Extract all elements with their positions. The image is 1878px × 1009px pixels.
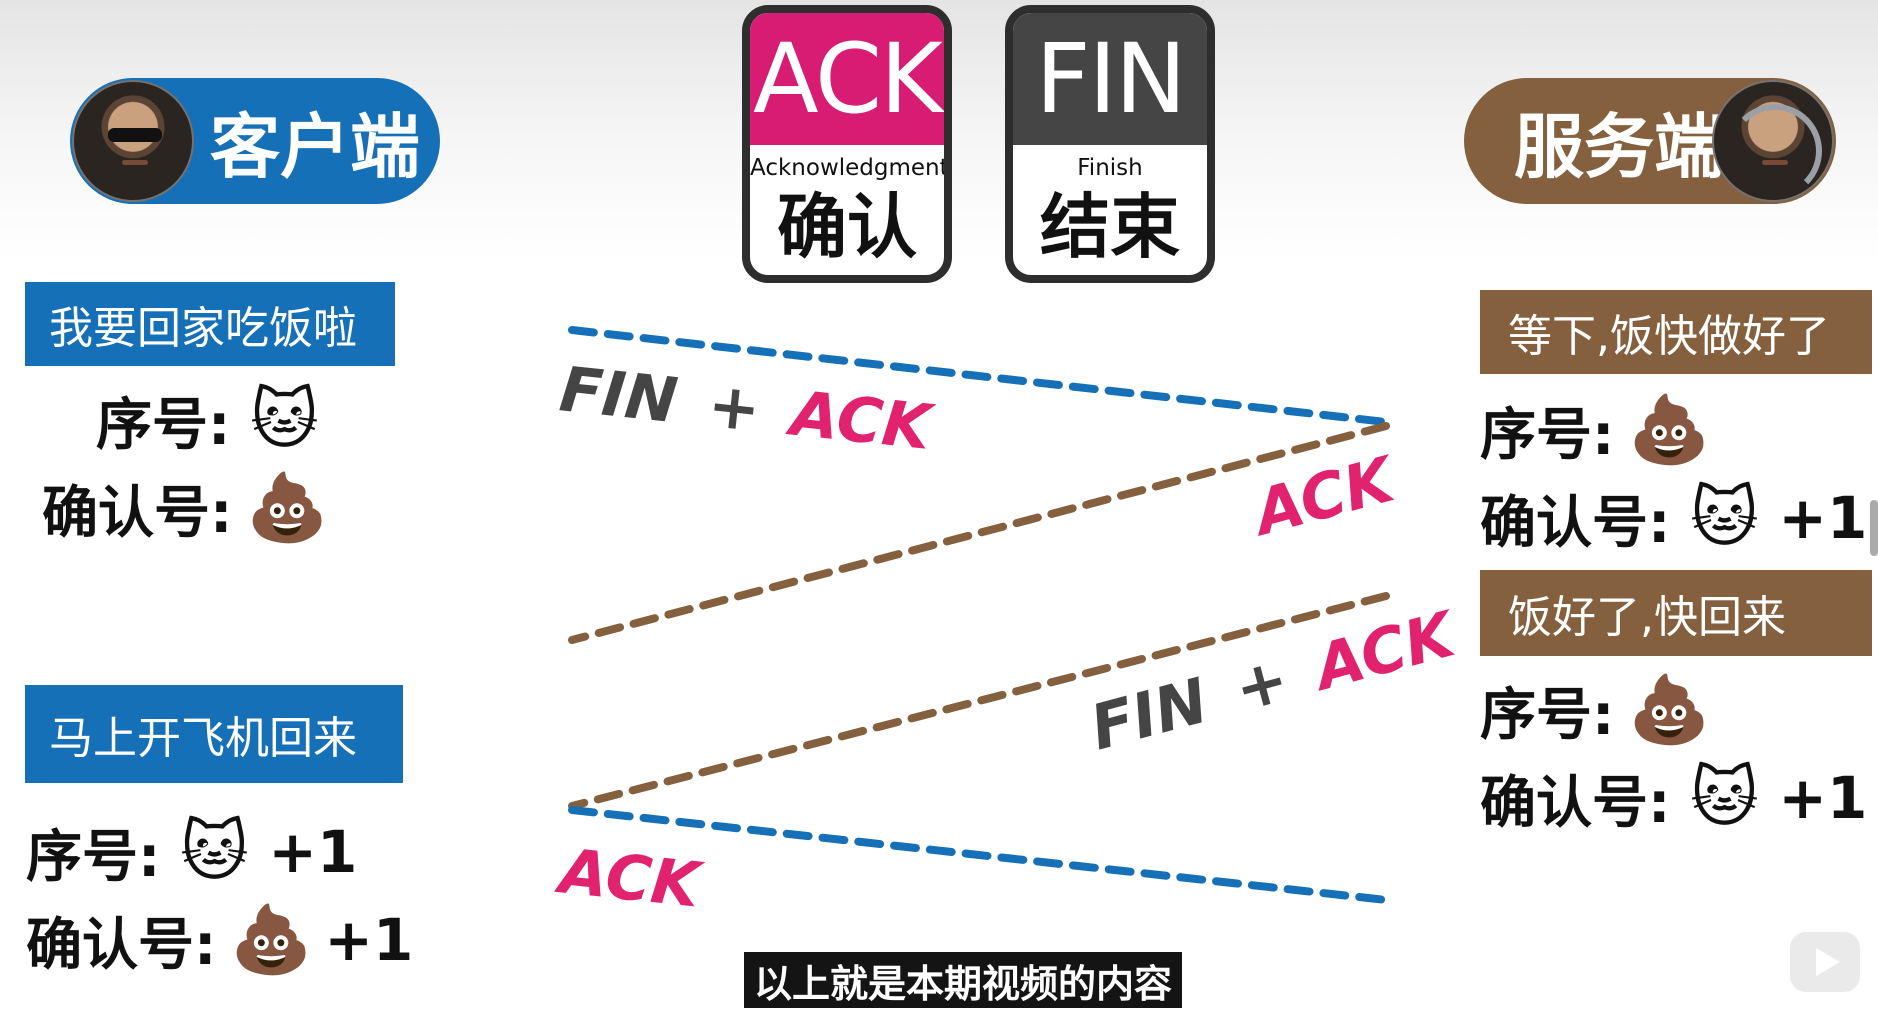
sunglasses-icon — [108, 128, 162, 142]
client-2-ack-row: 确认号: 💩 +1 — [26, 900, 413, 980]
video-subtitle: 以上就是本期视频的内容 — [744, 952, 1183, 1008]
client-message-2-text: 马上开飞机回来 — [49, 713, 357, 764]
poop-icon: 💩 — [246, 469, 329, 546]
ack-card-full: Acknowledgment — [750, 155, 949, 181]
server-2-seq-row: 序号: 💩 — [1480, 670, 1711, 750]
arrow-1-line — [568, 326, 1390, 426]
ack-label: 确认号: — [1480, 490, 1671, 556]
client-message-1-text: 我要回家吃饭啦 — [49, 303, 357, 354]
avatar-mouth — [1762, 160, 1788, 165]
cat-icon: 🐱 — [250, 381, 319, 458]
fin-card-abbr: FIN — [1013, 13, 1207, 145]
play-watermark[interactable] — [1790, 932, 1860, 992]
server-message-1: 等下,饭快做好了 — [1480, 290, 1872, 374]
cat-icon: 🐱 — [180, 813, 249, 890]
headset-icon — [1728, 104, 1822, 198]
poop-icon: 💩 — [1628, 391, 1711, 468]
client-2-seq-row: 序号: 🐱 +1 — [26, 812, 357, 892]
arrow-2-line — [568, 422, 1390, 644]
fin-card-zh: 结束 — [1040, 186, 1180, 268]
fin-card-full: Finish — [1077, 155, 1143, 181]
client-1-seq-row: 序号: 🐱 — [96, 380, 324, 460]
client-message-1: 我要回家吃饭啦 — [25, 282, 395, 366]
server-2-ack-row: 确认号: 🐱 +1 — [1480, 758, 1867, 838]
seq-label: 序号: — [1480, 682, 1615, 748]
arrow-1-label: FIN + ACK — [556, 352, 938, 464]
ack-suffix: +1 — [1778, 764, 1868, 832]
ack-suffix: +1 — [1778, 484, 1868, 552]
seq-label: 序号: — [1480, 402, 1615, 468]
client-label: 客户端 — [210, 105, 420, 188]
arrow-4-line — [568, 806, 1390, 904]
client-avatar — [72, 80, 194, 202]
server-message-2: 饭好了,快回来 — [1480, 570, 1872, 656]
ack-label: 确认号: — [42, 480, 233, 546]
seq-label: 序号: — [26, 824, 161, 890]
seq-label: 序号: — [96, 392, 231, 458]
server-avatar — [1712, 80, 1834, 202]
arrow-3-line — [568, 592, 1390, 810]
ack-card-zh: 确认 — [777, 186, 917, 268]
server-label: 服务端 — [1514, 105, 1724, 188]
poop-icon: 💩 — [1628, 671, 1711, 748]
poop-icon: 💩 — [230, 901, 313, 978]
ack-label: 确认号: — [1480, 770, 1671, 836]
cat-icon: 🐱 — [1690, 759, 1759, 836]
server-message-1-text: 等下,饭快做好了 — [1508, 311, 1830, 362]
client-message-2: 马上开飞机回来 — [25, 685, 403, 783]
arrow-4-label: ACK — [551, 834, 706, 922]
ack-card-abbr: ACK — [750, 13, 944, 145]
client-1-ack-row: 确认号: 💩 — [42, 468, 329, 548]
cat-icon: 🐱 — [1690, 479, 1759, 556]
seq-suffix: +1 — [268, 818, 358, 886]
fin-card: FIN Finish 结束 — [1005, 5, 1215, 283]
ack-suffix: +1 — [324, 906, 414, 974]
server-1-seq-row: 序号: 💩 — [1480, 390, 1711, 470]
play-icon — [1816, 948, 1840, 976]
server-message-2-text: 饭好了,快回来 — [1508, 592, 1786, 643]
server-1-ack-row: 确认号: 🐱 +1 — [1480, 478, 1867, 558]
scrollbar-handle[interactable] — [1870, 500, 1878, 556]
avatar-mouth — [122, 160, 148, 165]
ack-card: ACK Acknowledgment 确认 — [742, 5, 952, 283]
ack-label: 确认号: — [26, 912, 217, 978]
